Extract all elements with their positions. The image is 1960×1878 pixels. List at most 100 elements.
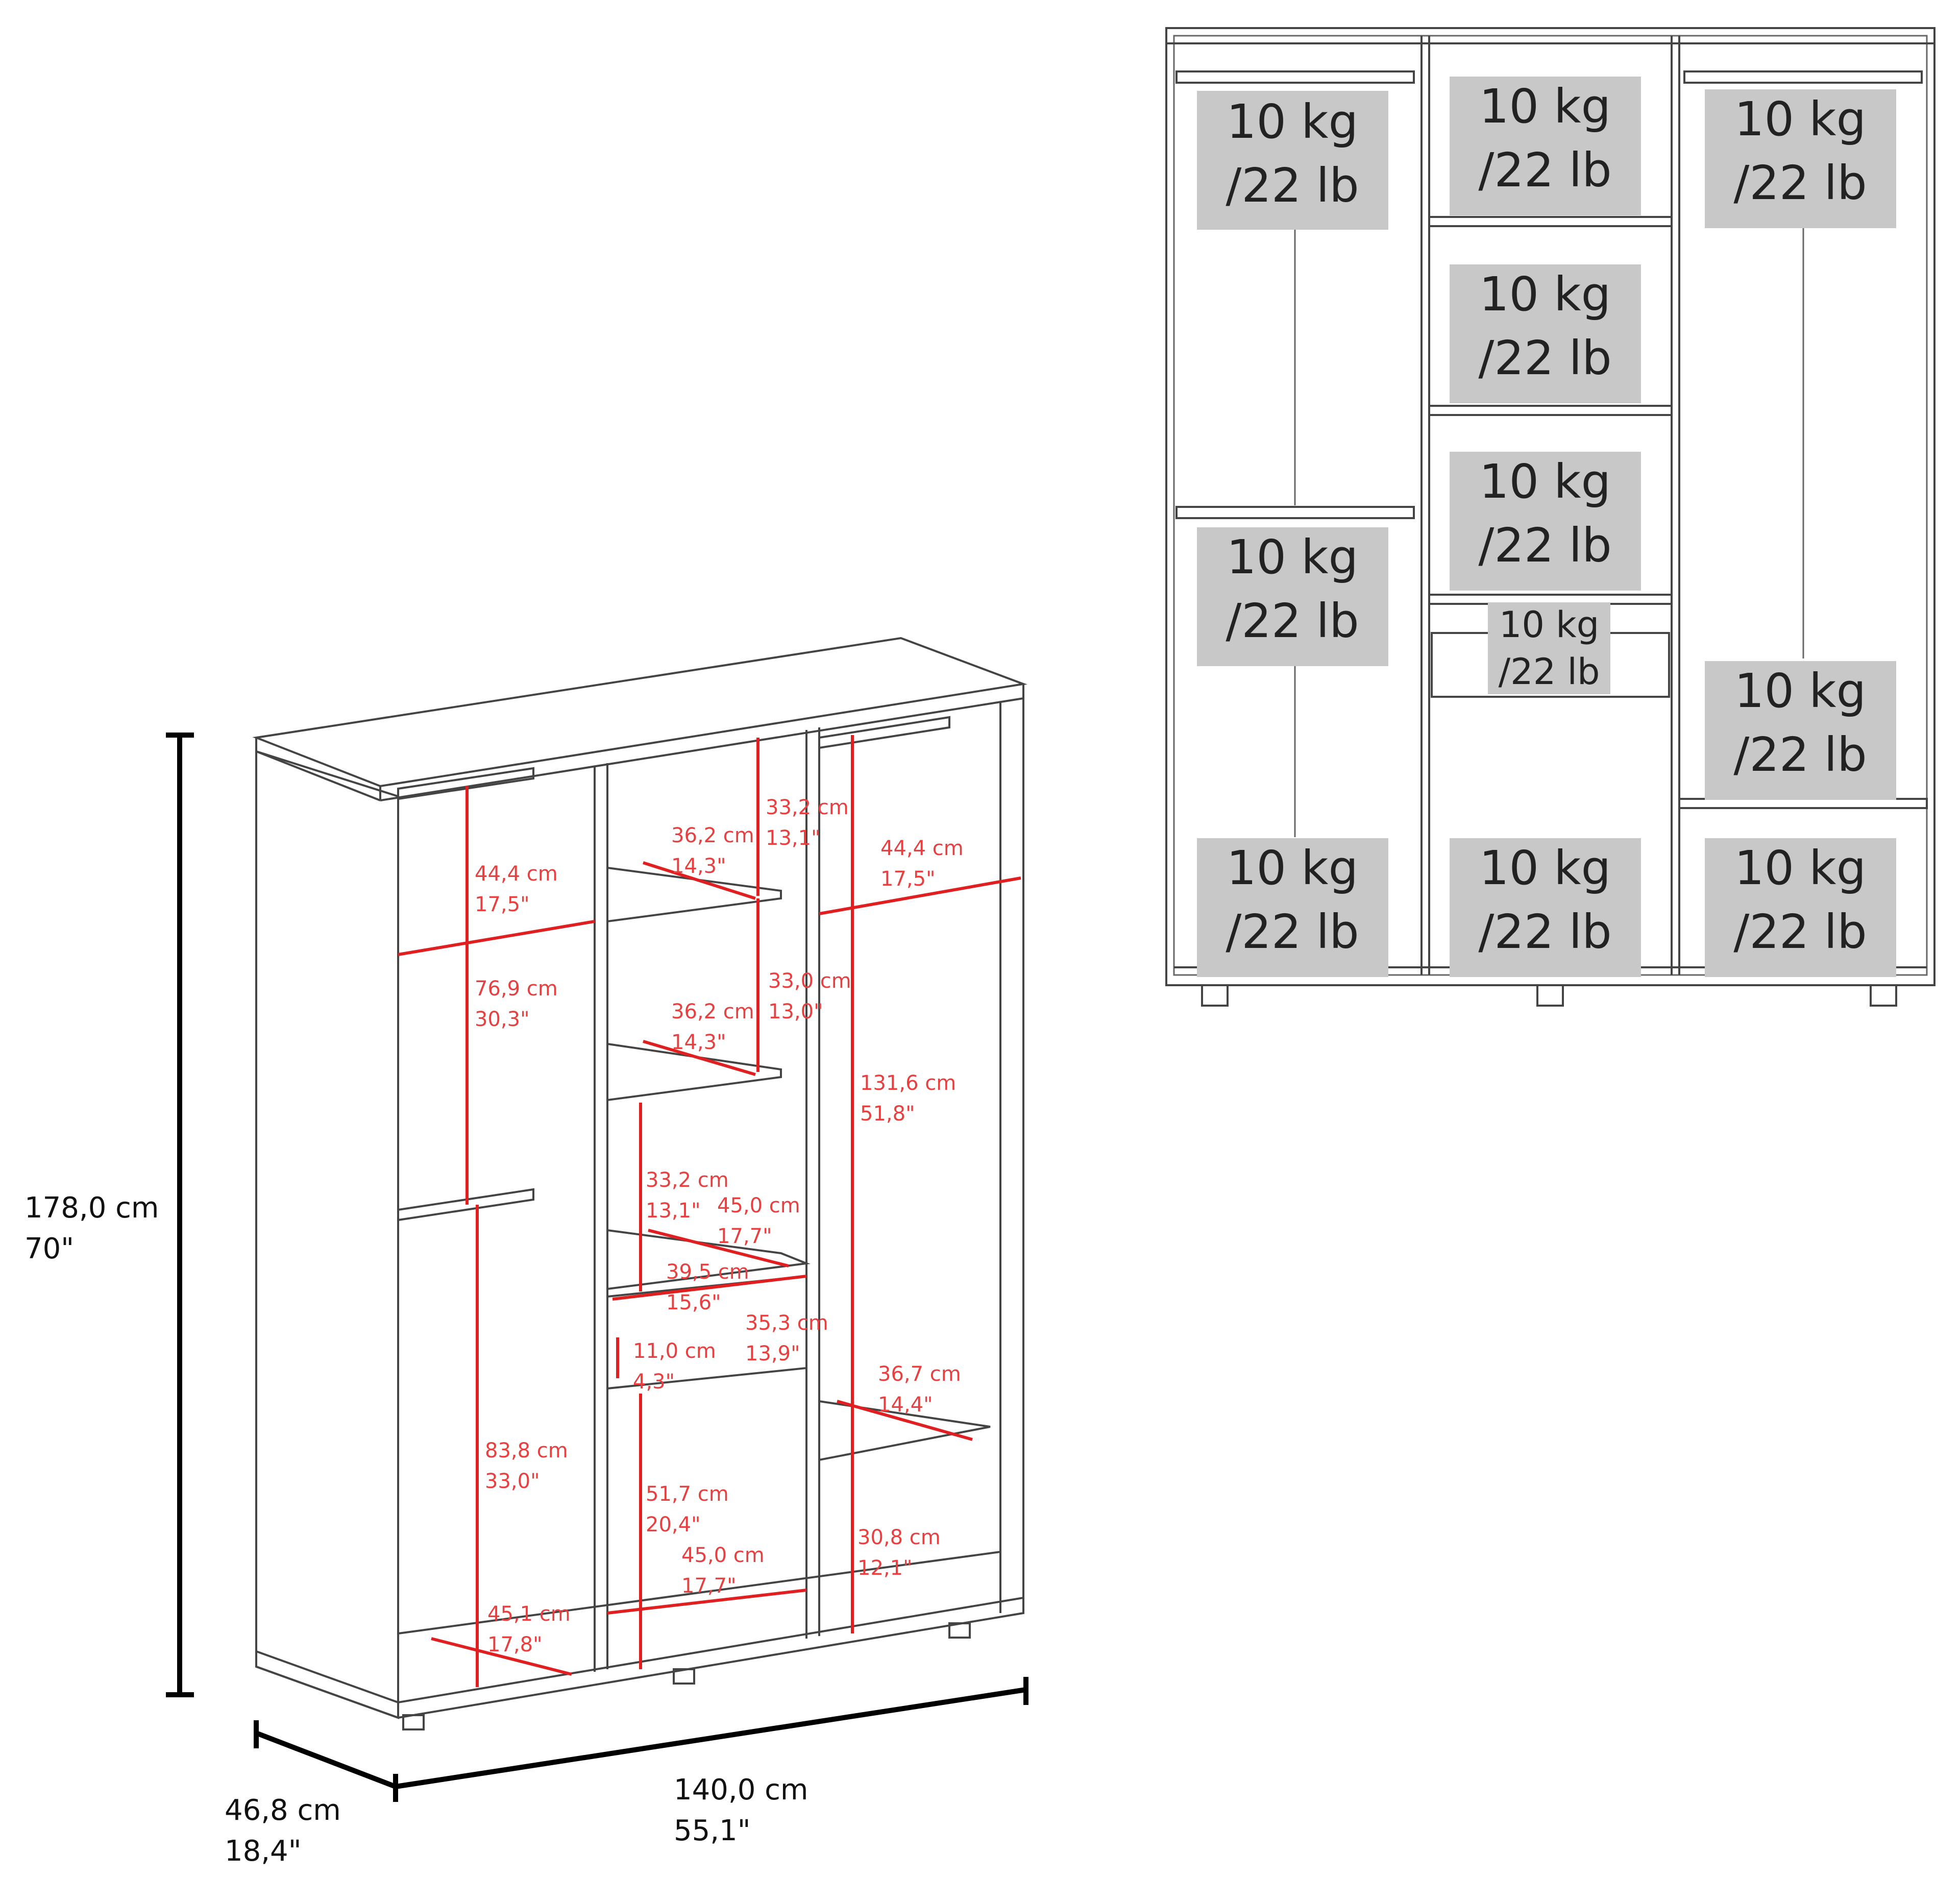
measure-shelf1-depth-in: 14,3" [671,855,726,878]
capacity-kg: 10 kg [1479,79,1611,134]
measure-right-lower-cm: 30,8 cm [857,1526,941,1549]
measure-line-center-bottom [607,1589,807,1615]
measure-shelf3-depth-in: 17,7" [717,1225,772,1248]
measure-left-upper-cm: 76,9 cm [475,977,558,1001]
measure-left-lower-cm: 83,8 cm [485,1439,568,1462]
capacity-lb: /22 lb [1226,594,1359,648]
measure-left-width-in: 17,5" [475,893,529,916]
foot-left [402,1714,425,1730]
front-left-top-rail [1175,70,1415,84]
capacity-lb: /22 lb [1478,518,1611,573]
capacity-box-left-bottom [1197,838,1388,977]
measure-left-depth-cm: 45,1 cm [487,1602,571,1626]
measure-left-upper-in: 30,3" [475,1008,529,1031]
height-in-label: 70" [24,1232,74,1265]
capacity-lb: /22 lb [1226,905,1359,959]
foot-center [673,1668,695,1685]
measure-drawer-height-in: 4,3" [633,1370,675,1394]
capacity-box-drawer [1488,602,1610,694]
measure-right-height-cm: 131,6 cm [860,1071,956,1095]
capacity-kg: 10 kg [1479,841,1611,895]
capacity-box-center-2 [1450,264,1641,403]
front-foot-right [1870,984,1897,1007]
capacity-kg: 10 kg [1734,664,1866,718]
top-edge-long [380,697,1024,801]
capacity-lb: /22 lb [1478,905,1611,959]
front-foot-left [1201,984,1229,1007]
front-foot-center [1536,984,1564,1007]
capacity-box-right-bottom [1705,838,1896,977]
capacity-lb: /22 lb [1733,727,1867,782]
capacity-lb: /22 lb [1478,143,1611,198]
capacity-lb: /22 lb [1499,651,1600,693]
capacity-box-center-3 [1450,452,1641,591]
front-left-mid-rail [1175,506,1415,519]
measure-drawer-width-cm: 39,5 cm [666,1260,749,1284]
measure-right-width-cm: 44,4 cm [880,837,964,860]
measure-right-width-in: 17,5" [880,867,935,891]
top-edge-front [256,750,381,801]
measure-shelf2-height-in: 13,0" [768,1000,823,1023]
capacity-kg: 10 kg [1734,92,1866,147]
measure-line-left-depth [431,1637,572,1676]
height-cm-label: 178,0 cm [24,1191,159,1225]
capacity-kg: 10 kg [1227,530,1358,584]
foot-right [948,1622,971,1639]
left-mid-rail [397,1188,534,1222]
right-top-rail [818,716,950,749]
measure-shelf1-height-in: 13,1" [766,826,820,850]
measure-line-right-shelf [837,1400,973,1441]
measure-left-lower-in: 33,0" [485,1470,540,1493]
depth-cm-label: 46,8 cm [225,1794,341,1827]
capacity-kg: 10 kg [1479,267,1611,322]
measure-right-shelf-cm: 36,7 cm [878,1362,961,1386]
measure-drawer-width-in: 15,6" [666,1291,721,1314]
measure-shelf3-depth-cm: 45,0 cm [717,1194,800,1217]
left-top-rail [397,767,534,800]
capacity-lb: /22 lb [1733,905,1867,959]
measure-center-lower-cm: 51,7 cm [646,1482,729,1506]
capacity-kg: 10 kg [1479,454,1611,509]
measure-line-left-width [398,920,595,956]
center-shelf-3 [606,1229,811,1290]
front-center-shelf-1 [1428,216,1673,227]
depth-in-label: 18,4" [225,1835,301,1868]
capacity-lb: /22 lb [1733,156,1867,210]
measure-shelf2-height-cm: 33,0 cm [768,969,851,993]
capacity-kg: 10 kg [1499,604,1599,646]
measure-line-shelf3-depth [648,1229,789,1267]
measure-center-bottom-in: 17,7" [681,1574,736,1598]
capacity-box-center-top [1450,77,1641,215]
measure-drawer-height-cm: 11,0 cm [633,1339,716,1363]
center-shelf-1 [606,866,782,923]
capacity-box-right-mid [1705,661,1896,800]
front-right-top-rail [1683,70,1923,84]
measure-shelf2-depth-in: 14,3" [671,1031,726,1054]
measure-shelf1-depth-cm: 36,2 cm [671,824,754,847]
wardrobe-front-view: 10 kg /22 lb 10 kg /22 lb 10 kg /22 lb 1… [1165,27,1935,1007]
measure-right-height-in: 51,8" [860,1102,915,1126]
measure-shelf3-height-in: 13,1" [646,1199,700,1223]
wardrobe-isometric-view: 178,0 cm 70" 140,0 cm 55,1" 46,8 cm 18,4… [24,637,1028,1868]
measure-shelf3-height-cm: 33,2 cm [646,1168,729,1192]
measure-right-shelf-in: 14,4" [878,1393,933,1417]
capacity-kg: 10 kg [1734,841,1866,895]
measure-shelf1-height-cm: 33,2 cm [766,796,849,819]
front-center-shelf-2 [1428,405,1673,416]
width-cm-label: 140,0 cm [674,1773,808,1807]
measure-left-width-cm: 44,4 cm [475,862,558,886]
width-dimension-line [395,1687,1026,1789]
front-right-low-shelf [1678,798,1928,809]
measure-left-depth-in: 17,8" [487,1633,542,1656]
bottom-shelf-back [398,1551,1001,1635]
measure-shelf2-depth-cm: 36,2 cm [671,1000,754,1023]
measure-center-bottom-cm: 45,0 cm [681,1544,765,1567]
width-in-label: 55,1" [674,1814,750,1847]
measure-line-shelf2-depth [643,1040,756,1076]
measure-line-drawer-width [612,1275,807,1301]
measure-right-lower-in: 12,1" [857,1556,912,1580]
measure-center-lower-in: 20,4" [646,1513,700,1536]
measure-drawer-depth-cm: 35,3 cm [745,1311,828,1335]
